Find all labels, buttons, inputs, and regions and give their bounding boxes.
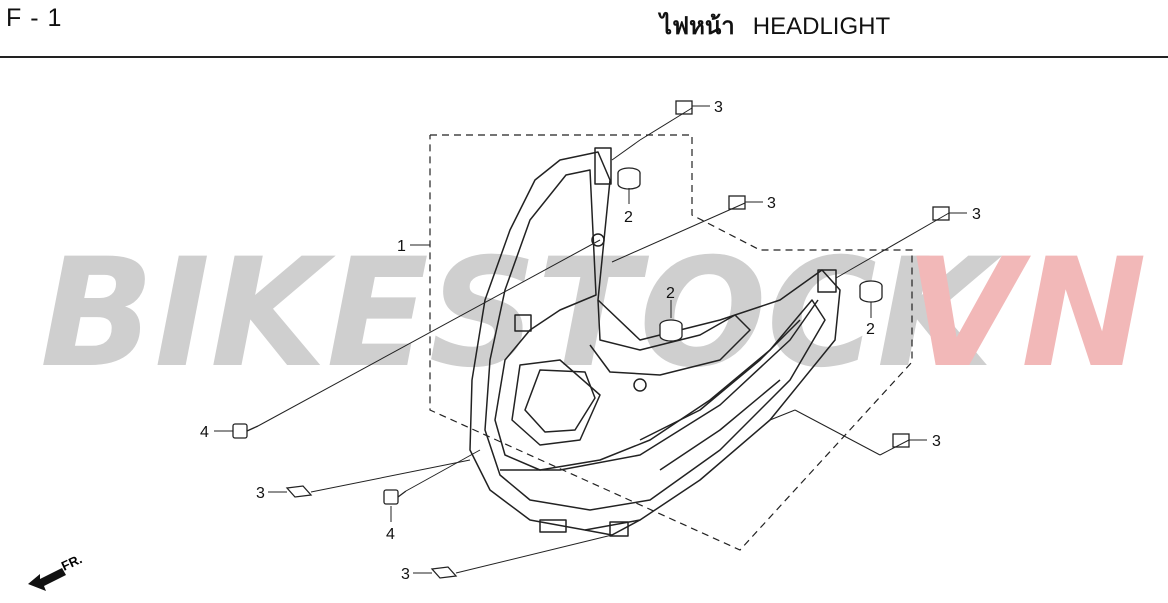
rubber-mount <box>617 167 641 190</box>
callout-3: 3 <box>401 566 410 583</box>
callout-4: 4 <box>386 526 395 543</box>
spring-nut <box>430 566 458 579</box>
callout-3: 3 <box>932 433 941 450</box>
screw <box>383 489 407 505</box>
callouts: 1 2 2 2 3 3 3 3 3 3 4 4 <box>200 99 981 583</box>
callout-1: 1 <box>397 238 406 255</box>
callout-4: 4 <box>200 424 209 441</box>
rubber-mount <box>659 319 683 342</box>
rubber-mount <box>859 280 883 303</box>
callout-3: 3 <box>714 99 723 116</box>
callout-3: 3 <box>767 195 776 212</box>
watermark: BIKESTOCK VN <box>40 227 1147 401</box>
rubber-mount-parts <box>617 167 883 342</box>
front-direction-indicator: FR. <box>28 551 84 591</box>
callout-2: 2 <box>866 321 875 338</box>
headlight-housing <box>469 147 841 537</box>
header-divider <box>0 56 1168 58</box>
callout-2: 2 <box>624 209 633 226</box>
arrow-icon <box>28 568 66 591</box>
callout-3: 3 <box>972 206 981 223</box>
spring-nut-parts <box>285 100 950 579</box>
spring-nut <box>675 100 693 115</box>
title-thai: ไฟหน้า <box>660 13 735 40</box>
spring-nut <box>892 433 910 448</box>
screw-parts <box>232 423 407 505</box>
screw <box>232 423 259 439</box>
leader-lines <box>214 105 967 574</box>
title-english: HEADLIGHT <box>752 13 891 40</box>
page-code: F - 1 <box>6 4 63 32</box>
callout-3: 3 <box>256 485 265 502</box>
spring-nut <box>285 485 313 498</box>
watermark-text-accent: VN <box>905 227 1147 401</box>
page-title: ไฟหน้า HEADLIGHT <box>660 6 890 45</box>
assembly-boundary <box>429 134 913 551</box>
callout-2: 2 <box>666 285 675 302</box>
front-label: FR. <box>59 551 84 573</box>
watermark-text: BIKESTOCK <box>40 227 1003 401</box>
